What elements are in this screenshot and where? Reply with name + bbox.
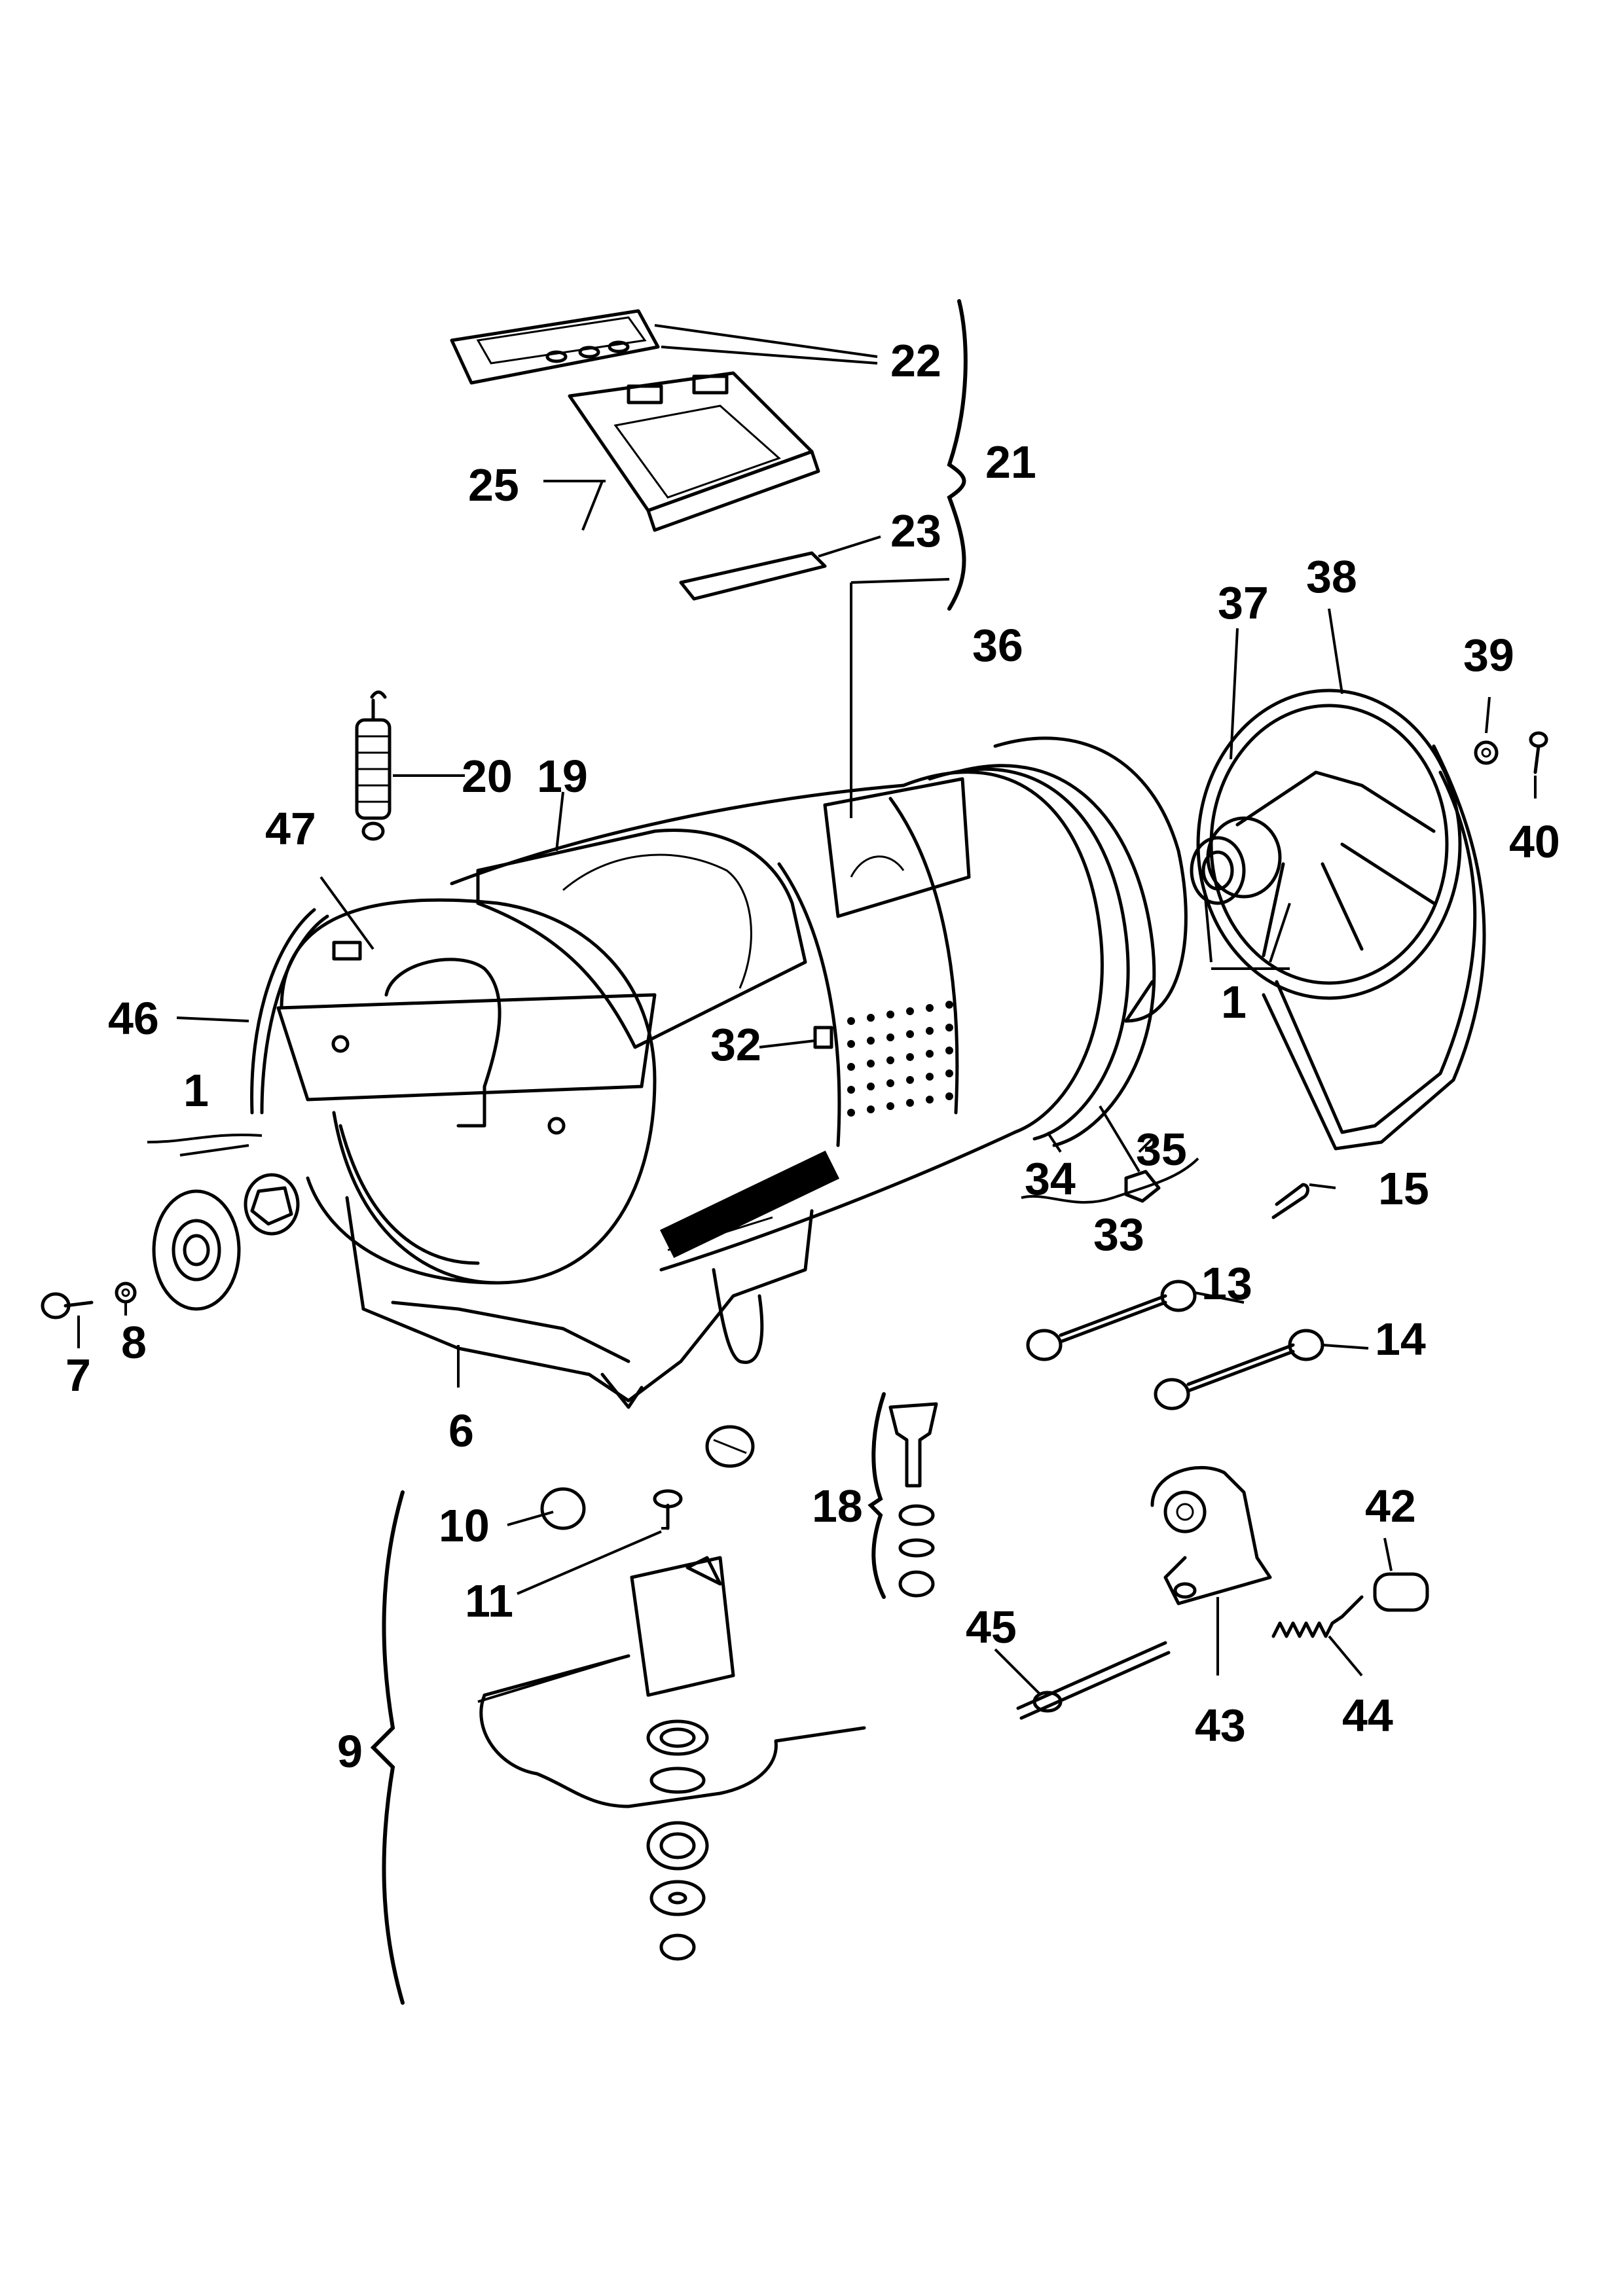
callout-14: 14 [1375,1314,1426,1365]
washer-39 [1474,740,1499,765]
brace-18 [867,1392,886,1599]
drum-perforations [847,1001,953,1117]
drain-cap [705,1425,755,1468]
drain-hose-assembly-9 [479,1556,866,1961]
brace-21 [947,299,968,611]
nut-35 [1124,1170,1161,1203]
callout-42: 42 [1365,1480,1416,1532]
pivot-rod-45 [1016,1641,1171,1720]
callout-39: 39 [1463,630,1514,681]
callout-18: 18 [812,1480,863,1532]
drum-pulley-38 [1196,689,1486,1151]
rubber-cap-42 [1373,1572,1429,1612]
leader-lines [77,324,1537,1703]
callout-19: 19 [537,751,588,802]
brace-9 [370,1490,405,2005]
callout-35: 35 [1136,1124,1187,1175]
suspension-spring-20 [355,691,392,841]
callout-1-front: 1 [183,1065,209,1116]
braces [370,299,968,2005]
callout-34: 34 [1025,1153,1076,1204]
tub-assembly-6 [276,777,1017,1409]
rear-cover-36 [993,736,1188,1023]
bolt-7 [41,1292,94,1319]
callout-10: 10 [439,1500,490,1551]
callout-37: 37 [1218,577,1269,628]
callout-23: 23 [890,505,941,556]
lid-hinge-23 [679,551,827,601]
screw-11 [653,1489,683,1530]
callout-labels: 1 1 6 7 8 9 10 11 13 14 15 18 19 20 21 2… [65,335,1560,1777]
callout-46: 46 [108,993,159,1044]
front-bearing-flange-1 [152,1173,300,1311]
callout-25: 25 [468,459,519,511]
callout-13: 13 [1201,1258,1252,1309]
callout-20: 20 [462,751,513,802]
tension-spring-44 [1271,1595,1364,1638]
callout-45: 45 [966,1602,1017,1653]
shock-rod-13 [1026,1280,1197,1361]
callout-6: 6 [448,1405,474,1456]
callout-47: 47 [265,803,316,854]
label-plate-32 [813,1026,833,1049]
callout-32: 32 [710,1019,761,1070]
front-clip-46 [250,908,329,1115]
washer-8 [115,1282,137,1304]
callout-15: 15 [1378,1163,1429,1214]
callout-44: 44 [1342,1690,1393,1741]
lid-cover-22 [450,309,660,385]
rear-gasket-33 [902,764,1156,1147]
callout-1-rear: 1 [1221,977,1247,1028]
callout-36: 36 [972,620,1023,671]
screw-40 [1529,731,1548,774]
callout-43: 43 [1195,1700,1246,1751]
drain-knob-10 [540,1487,586,1530]
lid-door-25 [568,371,820,532]
callout-8: 8 [121,1317,147,1368]
callout-11: 11 [465,1575,513,1626]
motor-bracket-43 [1150,1465,1272,1605]
pin-15 [1271,1183,1309,1219]
callout-33: 33 [1093,1209,1144,1260]
callout-22: 22 [890,335,941,386]
callout-40: 40 [1509,816,1560,867]
callout-38: 38 [1306,551,1357,602]
callout-9: 9 [337,1726,363,1777]
callout-21: 21 [985,437,1036,488]
shock-rod-14 [1154,1329,1324,1410]
valve-18 [888,1402,938,1598]
callout-7: 7 [65,1350,91,1401]
